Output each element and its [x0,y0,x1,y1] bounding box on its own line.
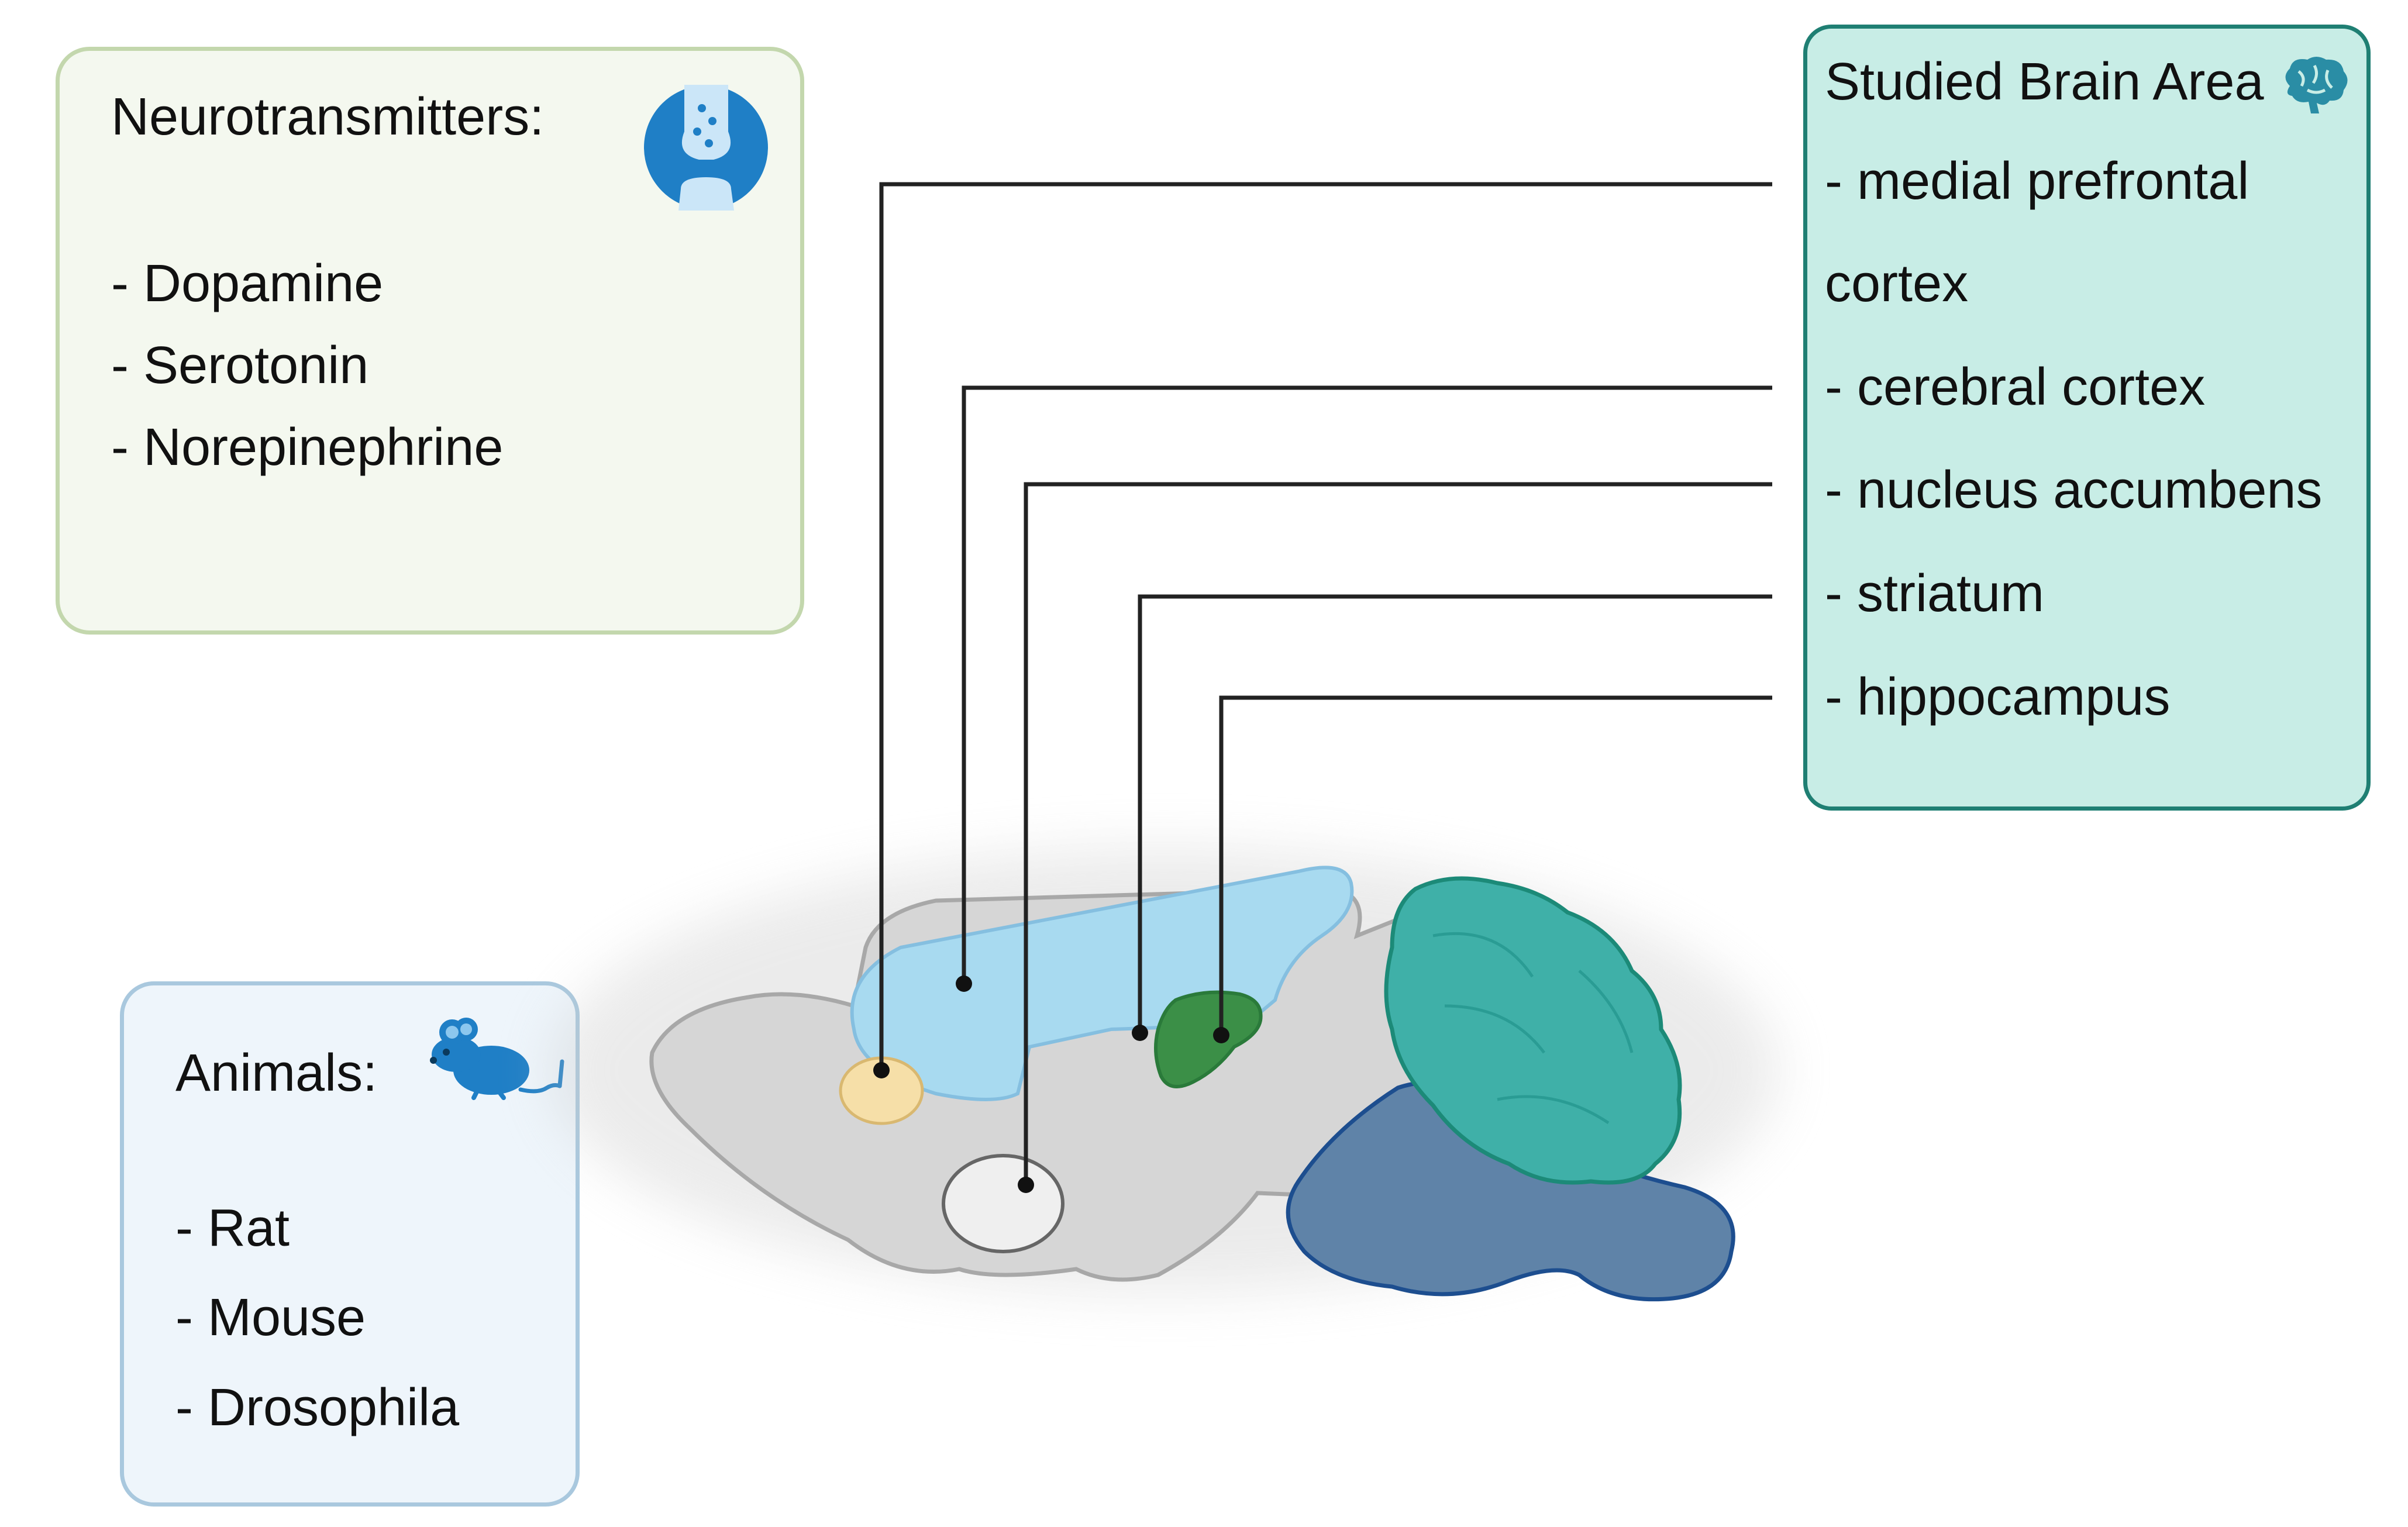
cerebellum-region [1384,876,1682,1185]
connector-dot-cerebral-cortex [956,976,972,992]
brain-area-hippocampus: - hippocampus [1825,668,2171,726]
connector-hippocampus [1219,695,1772,1035]
connector-striatum [1138,594,1772,1033]
connector-dot-hippocampus [1213,1027,1229,1043]
brain-icon [2285,57,2348,113]
brain-area-mpfc-cont: cortex [1825,254,1969,313]
brain-area-mpfc: - medial prefrontal [1825,152,2249,211]
connector-dot-mpfc [873,1062,890,1078]
connector-cerebral-cortex [962,385,1772,984]
connector-dot-nucleus-accumbens [1018,1177,1034,1193]
brain-area-panel [1803,25,2371,811]
brain-area-title: Studied Brain Area [1825,53,2264,111]
neurotransmitter-item-norepinephrine: - Norepinephrine [111,418,504,477]
animal-item-drosophila: - Drosophila [175,1378,460,1437]
neurotransmitters-title: Neurotransmitters: [111,88,545,146]
neurotransmitter-item-dopamine: - Dopamine [111,254,384,313]
brain-area-striatum: - striatum [1825,564,2045,623]
nucleus-accumbens-region [942,1154,1065,1253]
connector-mpfc [879,182,1772,1070]
cerebral-cortex-region [850,866,1354,1101]
hippocampus-region [1154,990,1263,1088]
cerebellum-folds [1432,932,1634,1125]
synapse-icon [644,85,768,211]
connector-dot-striatum [1132,1025,1148,1041]
neurotransmitter-item-serotonin: - Serotonin [111,336,369,395]
brain-area-nucleus-accumbens: - nucleus accumbens [1825,461,2323,519]
animal-item-rat: - Rat [175,1199,290,1257]
brain-area-cerebral-cortex: - cerebral cortex [1825,358,2206,416]
animals-title: Animals: [175,1044,378,1102]
connector-nucleus-accumbens [1024,482,1772,1185]
animal-item-mouse: - Mouse [175,1288,366,1347]
